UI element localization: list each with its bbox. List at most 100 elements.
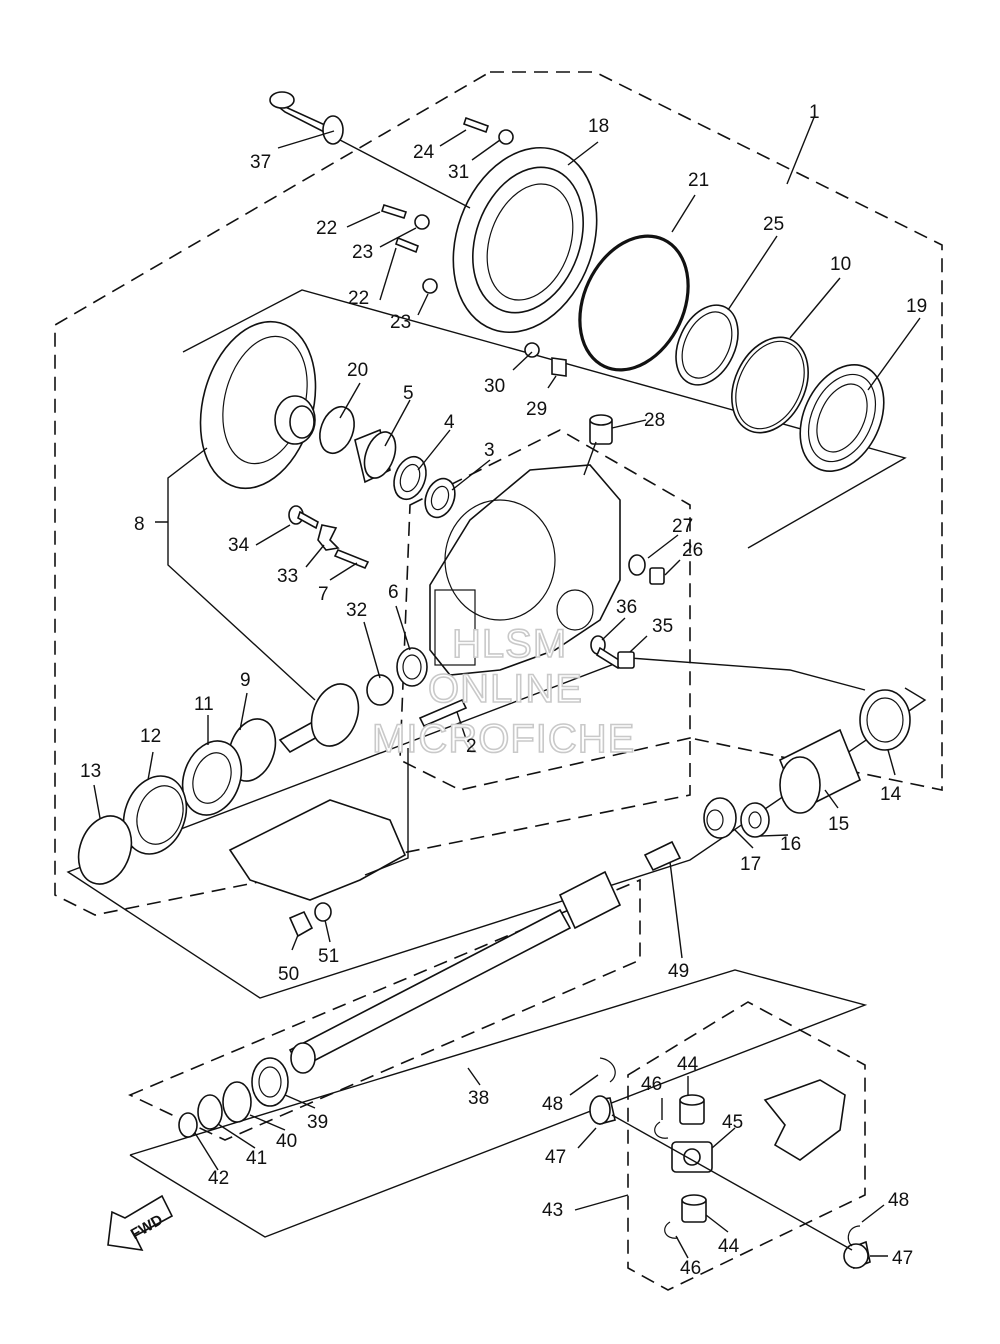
clip-48a [599, 1057, 616, 1083]
callout-43: 43 [542, 1200, 563, 1221]
outline-assembly-1 [54, 71, 943, 916]
parts [77, 91, 911, 1270]
circlip-42 [178, 1112, 198, 1138]
circlip-13 [77, 815, 133, 885]
cap-28 [589, 414, 613, 445]
bolt-22b [395, 236, 419, 254]
bolt-24 [462, 116, 490, 134]
drive-shaft-38 [288, 870, 622, 1074]
ring-gear-8 [199, 320, 317, 490]
callout-21: 21 [688, 170, 709, 191]
bearing-cup-44b [681, 1194, 707, 1223]
washer-23b [422, 278, 438, 294]
callout-14: 14 [880, 784, 902, 805]
callout-44b: 44 [718, 1236, 740, 1257]
callout-44a: 44 [677, 1054, 699, 1075]
callout-31: 31 [448, 162, 469, 183]
callout-24: 24 [413, 142, 435, 163]
callout-26: 26 [682, 540, 703, 561]
pinion-gear [278, 683, 360, 754]
plug-26 [649, 567, 665, 585]
circlip-41 [197, 1094, 223, 1130]
seal-14 [859, 689, 911, 751]
callout-35: 35 [652, 616, 673, 637]
callout-48b: 48 [888, 1190, 909, 1211]
callout-5: 5 [403, 383, 414, 404]
cover-18 [452, 146, 598, 334]
outline-gear-set-8 [182, 289, 907, 549]
needle-bearing-5 [354, 428, 397, 484]
callout-39: 39 [307, 1112, 328, 1133]
watermark-line-3: MICROFICHE [372, 717, 635, 761]
callout-40: 40 [276, 1131, 297, 1152]
cross-spider-45 [671, 1141, 713, 1173]
spring-49 [643, 840, 682, 872]
watermark-line-1: HLSM [452, 622, 567, 666]
fwd-arrow-icon [107, 1194, 174, 1252]
callout-22a: 22 [316, 218, 337, 239]
bearing-11 [181, 740, 243, 816]
callout-16: 16 [780, 834, 801, 855]
clip-46a [654, 1121, 669, 1139]
bearing-6 [396, 647, 428, 687]
callout-18: 18 [588, 116, 609, 137]
callout-15: 15 [828, 814, 849, 835]
callout-3: 3 [484, 440, 495, 461]
washer-20 [319, 405, 355, 455]
drive-shaft-housing [228, 799, 407, 901]
bearing-19 [799, 363, 885, 473]
bolt-34 [288, 505, 319, 530]
bearing-cup-47a [589, 1095, 616, 1125]
callout-19: 19 [906, 296, 927, 317]
sleeve-37 [269, 91, 344, 145]
washer-51 [314, 902, 332, 922]
bearing-cup-47b [843, 1240, 871, 1270]
washer-16 [740, 802, 770, 838]
leader-lines [93, 114, 921, 1259]
sleeve-15 [778, 728, 862, 814]
fwd-arrow: FWD [107, 1194, 174, 1252]
callout-8: 8 [134, 514, 145, 535]
bearing-cup-44a [679, 1094, 705, 1125]
clip-46b [664, 1221, 679, 1239]
bolt-22a [380, 203, 408, 220]
bearing-race-4 [393, 455, 427, 501]
clip-33 [317, 524, 340, 551]
nut-12 [122, 775, 188, 855]
shim-10 [731, 336, 809, 434]
seal-39 [251, 1057, 289, 1107]
callout-27: 27 [672, 516, 693, 537]
callout-41: 41 [246, 1148, 267, 1169]
callout-32: 32 [346, 600, 367, 621]
outline-gearcase [399, 429, 691, 791]
callout-46a: 46 [641, 1074, 662, 1095]
callout-48a: 48 [542, 1094, 563, 1115]
callout-47a: 47 [545, 1147, 566, 1168]
collar-32 [366, 674, 394, 706]
bolt-35 [595, 646, 635, 670]
gear-case-housing [429, 464, 621, 676]
nut-17 [703, 797, 737, 839]
callout-34: 34 [228, 535, 250, 556]
washer-27 [628, 554, 646, 576]
stud-2 [418, 698, 468, 728]
callout-17: 17 [740, 854, 761, 875]
ring-25 [675, 304, 739, 386]
callout-11: 11 [194, 694, 214, 715]
callout-30: 30 [484, 376, 505, 397]
yoke [763, 1079, 846, 1161]
callout-2: 2 [466, 736, 477, 757]
callout-49: 49 [668, 961, 689, 982]
callout-22b: 22 [348, 288, 369, 309]
washer-30 [524, 342, 540, 358]
callout-45: 45 [722, 1112, 743, 1133]
plug-50 [288, 910, 314, 938]
callout-9: 9 [240, 670, 251, 691]
callout-36: 36 [616, 597, 637, 618]
watermark: HLSM ONLINE MICROFICHE [371, 621, 635, 762]
callout-29: 29 [526, 399, 547, 420]
watermark-line-2: ONLINE [428, 667, 583, 711]
washer-23a [414, 214, 430, 230]
assembly-outlines [54, 71, 943, 1291]
